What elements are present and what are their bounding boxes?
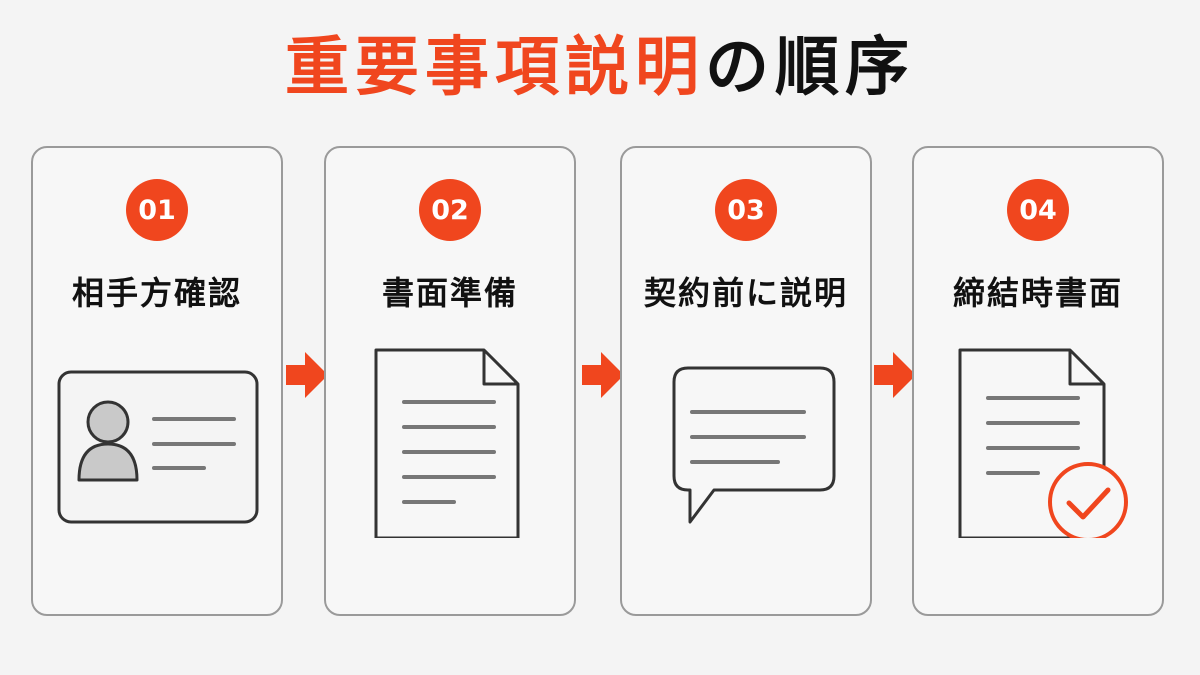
- step-card-1: 01 相手方確認: [31, 146, 283, 616]
- signed-document-icon: [958, 348, 1128, 538]
- step-label: 書面準備: [381, 274, 518, 312]
- document-icon: [374, 348, 520, 538]
- step-card-2: 02 書面準備: [324, 146, 576, 616]
- step-number-badge: 03: [715, 179, 777, 241]
- page-title: 重要事項説明の順序: [0, 26, 1200, 110]
- arrow-right-icon: [286, 352, 328, 398]
- title-accent: 重要事項説明: [285, 31, 705, 105]
- arrow-right-icon: [874, 352, 916, 398]
- step-card-3: 03 契約前に説明: [620, 146, 872, 616]
- step-number-badge: 01: [126, 179, 188, 241]
- step-card-4: 04 締結時書面: [912, 146, 1164, 616]
- arrow-right-icon: [582, 352, 624, 398]
- id-card-icon: [57, 370, 259, 524]
- step-number-badge: 02: [419, 179, 481, 241]
- title-rest: の順序: [705, 31, 915, 105]
- step-number-badge: 04: [1007, 179, 1069, 241]
- step-label: 契約前に説明: [643, 274, 848, 312]
- speech-bubble-icon: [672, 366, 836, 524]
- step-label: 相手方確認: [71, 274, 242, 312]
- step-label: 締結時書面: [952, 274, 1123, 312]
